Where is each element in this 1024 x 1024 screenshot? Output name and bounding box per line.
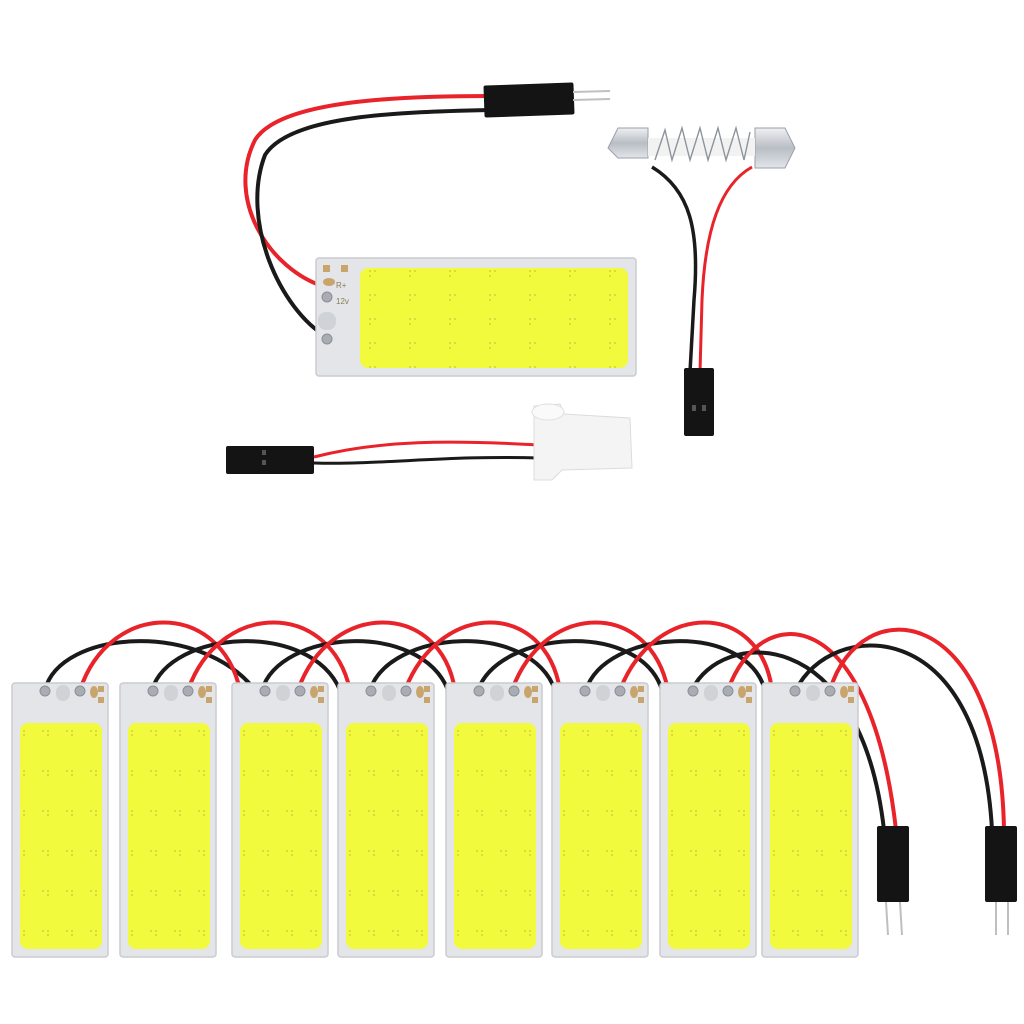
black-wire (255, 108, 491, 339)
dupont-connector-top (483, 82, 611, 118)
wire-harness (43, 620, 1006, 831)
black-wire (313, 455, 541, 465)
dupont-connector-2 (985, 826, 1017, 935)
led-panel-8 (761, 682, 859, 958)
led-panel-3 (231, 682, 329, 958)
red-wire (243, 94, 491, 289)
bottom-led-panel-row (11, 620, 1017, 958)
dupont-connector-1 (877, 826, 909, 936)
festoon-adapter (607, 125, 796, 436)
top-led-panel-assembly: R+ 12v (226, 82, 796, 481)
black-wire (651, 165, 698, 373)
red-wire (313, 440, 541, 459)
spring (654, 125, 751, 163)
t10-wedge-adapter (226, 403, 633, 481)
led-panel-7 (659, 682, 757, 958)
red-wire (698, 165, 753, 373)
led-panel-2 (119, 682, 217, 958)
led-panel-4 (337, 682, 435, 958)
board-label-r-plus: R+ (336, 281, 347, 290)
dupont-connector-t10 (226, 446, 314, 474)
board-label-12v: 12v (336, 297, 349, 306)
dupont-connector-festoon (684, 368, 714, 436)
led-panel-5 (445, 682, 543, 958)
led-panel-6 (551, 682, 649, 958)
led-panel-1 (11, 682, 109, 958)
led-panel-top: R+ 12v (315, 257, 637, 377)
